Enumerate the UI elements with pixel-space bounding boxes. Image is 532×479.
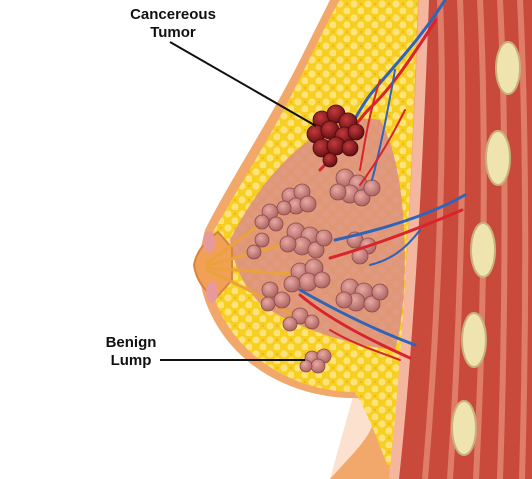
areola-bottom: [206, 281, 218, 303]
benign-lump-label: Benign Lump: [96, 334, 166, 370]
cancerous-tumor-label-line2: Tumor: [118, 24, 228, 42]
cancerous-tumor-label: Cancereous Tumor: [118, 6, 228, 42]
areola-top: [203, 231, 215, 253]
cancerous-tumor-label-line1: Cancereous: [118, 6, 228, 24]
benign-lump-label-line1: Benign: [96, 334, 166, 352]
benign-lump-label-line2: Lump: [96, 352, 166, 370]
